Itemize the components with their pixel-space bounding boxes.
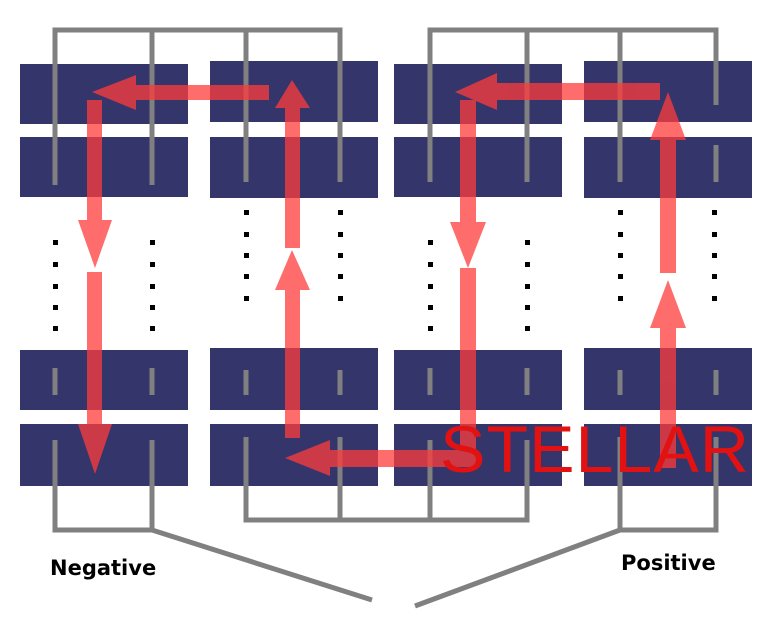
current-flow-arrows (78, 73, 686, 476)
ellipsis-dot (338, 274, 343, 279)
ellipsis-dot (53, 326, 58, 331)
up-arrow-icon (275, 250, 310, 290)
up-arrow-icon (650, 280, 686, 328)
down-arrow-icon (78, 220, 112, 268)
ellipsis-dot (525, 284, 530, 289)
battery-cell (394, 137, 562, 197)
arrow-shaft (330, 450, 478, 467)
ellipsis-dot (338, 210, 343, 215)
ellipsis-dots (53, 210, 717, 331)
left-arrow-icon (285, 440, 330, 476)
down-arrow-icon (78, 424, 112, 474)
ellipsis-dot (53, 240, 58, 245)
left-arrow-icon (92, 75, 136, 110)
ellipsis-dot (525, 305, 530, 310)
ellipsis-dot (53, 305, 58, 310)
ellipsis-dot (244, 296, 249, 301)
ellipsis-dot (53, 284, 58, 289)
ellipsis-dot (618, 210, 623, 215)
up-arrow-icon (275, 80, 310, 108)
ellipsis-dot (428, 284, 433, 289)
ellipsis-dot (244, 210, 249, 215)
battery-cell (20, 350, 188, 410)
left-arrow-icon (455, 73, 497, 110)
ellipsis-dot (618, 296, 623, 301)
ellipsis-dot (338, 232, 343, 237)
ellipsis-dot (428, 262, 433, 267)
ellipsis-dot (712, 210, 717, 215)
positive-lead (414, 527, 621, 609)
ellipsis-dot (150, 262, 155, 267)
top-left-busbar (52, 27, 343, 78)
ellipsis-dot (338, 253, 343, 258)
ellipsis-dot (244, 232, 249, 237)
ellipsis-dot (244, 274, 249, 279)
battery-cell (20, 137, 188, 197)
arrow-shaft (460, 268, 476, 458)
ellipsis-dot (525, 326, 530, 331)
ellipsis-dot (618, 253, 623, 258)
ellipsis-dot (712, 296, 717, 301)
arrow-shaft (285, 290, 300, 438)
ellipsis-dot (525, 262, 530, 267)
ellipsis-dot (525, 240, 530, 245)
down-arrow-icon (450, 222, 486, 268)
watermark-logo-text: STELLAR (440, 412, 750, 486)
bottom-middle-busbar (243, 500, 530, 523)
battery-cell (394, 350, 562, 410)
arrow-shaft (285, 108, 300, 248)
negative-lead (151, 527, 373, 603)
ellipsis-dot (150, 240, 155, 245)
arrow-shaft (87, 100, 102, 220)
arrow-shaft (460, 100, 476, 222)
ellipsis-dot (150, 305, 155, 310)
ellipsis-dot (428, 305, 433, 310)
ellipsis-dot (150, 284, 155, 289)
top-right-busbar (427, 27, 719, 38)
ellipsis-dot (618, 274, 623, 279)
ellipsis-dot (150, 326, 155, 331)
arrow-shaft (87, 272, 102, 424)
arrow-shaft (660, 138, 676, 273)
ellipsis-dot (428, 240, 433, 245)
ellipsis-dot (712, 232, 717, 237)
ellipsis-dot (338, 296, 343, 301)
positive-collector (617, 500, 719, 533)
ellipsis-dot (53, 262, 58, 267)
bus-bars (52, 27, 719, 609)
ellipsis-dot (244, 253, 249, 258)
ellipsis-dot (618, 232, 623, 237)
ellipsis-dot (712, 274, 717, 279)
ellipsis-dot (428, 326, 433, 331)
negative-collector (52, 500, 155, 533)
arrow-shaft (497, 83, 660, 100)
negative-label: Negative (50, 556, 156, 580)
arrow-shaft (660, 326, 676, 468)
positive-label: Positive (621, 551, 716, 575)
ellipsis-dot (712, 253, 717, 258)
arrow-shaft (136, 85, 269, 100)
up-arrow-icon (650, 92, 686, 140)
